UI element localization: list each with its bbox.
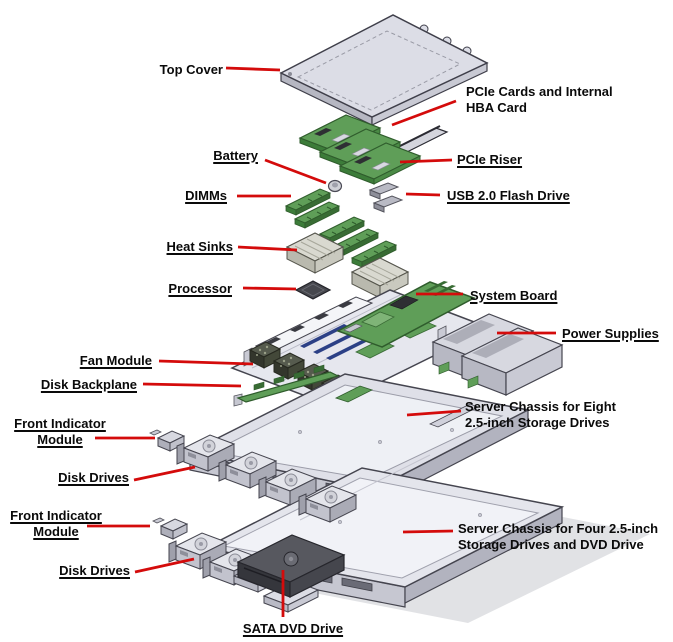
label-pcie-riser-line-1: PCIe Riser xyxy=(457,152,523,167)
leader-line-server-chassis-eight xyxy=(406,409,462,417)
leader-line-disk-drives-1 xyxy=(133,465,196,482)
leader-line-battery xyxy=(264,158,327,185)
label-top-cover: Top Cover xyxy=(160,62,223,78)
disk-backplane-part xyxy=(233,364,340,407)
label-pcie-cards-line-2: HBA Card xyxy=(466,100,527,115)
front-indicator-module-2-part xyxy=(152,517,188,540)
label-processor-line-1: Processor xyxy=(168,281,232,296)
leader-line-pcie-cards xyxy=(391,99,457,127)
label-front-indicator-module-2-line-1: Front Indicator xyxy=(10,508,102,523)
label-usb-flash-drive[interactable]: USB 2.0 Flash Drive xyxy=(447,188,570,204)
label-usb-flash-drive-line-1: USB 2.0 Flash Drive xyxy=(447,188,570,203)
label-disk-drives-2-line-1: Disk Drives xyxy=(59,563,130,578)
leader-line-fan-module xyxy=(158,359,254,366)
system-board-part xyxy=(336,281,476,348)
usb-flash-part xyxy=(368,182,404,213)
leader-line-disk-backplane xyxy=(142,382,242,388)
leader-line-usb-flash-drive xyxy=(405,192,441,197)
leader-line-pcie-riser xyxy=(399,158,453,164)
leader-line-heat-sinks xyxy=(237,245,298,252)
leader-line-processor xyxy=(242,286,297,291)
label-power-supplies-line-1: Power Supplies xyxy=(562,326,659,341)
label-disk-backplane[interactable]: Disk Backplane xyxy=(41,377,137,393)
label-disk-backplane-line-1: Disk Backplane xyxy=(40,377,137,392)
label-dimms[interactable]: DIMMs xyxy=(185,188,227,204)
processor-part xyxy=(294,280,332,300)
label-server-chassis-eight-line-2: 2.5-inch Storage Drives xyxy=(465,415,610,430)
label-battery[interactable]: Battery xyxy=(213,148,258,164)
label-system-board-line-1: System Board xyxy=(470,288,558,303)
label-power-supplies[interactable]: Power Supplies xyxy=(562,326,659,342)
label-pcie-cards-line-1: PCIe Cards and Internal xyxy=(466,84,613,99)
label-battery-line-1: Battery xyxy=(213,148,258,163)
label-front-indicator-module-1-line-1: Front Indicator xyxy=(14,416,106,431)
label-pcie-riser[interactable]: PCIe Riser xyxy=(457,152,522,168)
label-heat-sinks[interactable]: Heat Sinks xyxy=(167,239,233,255)
label-front-indicator-module-1-line-2: Module xyxy=(37,432,83,447)
label-disk-drives-2[interactable]: Disk Drives xyxy=(59,563,130,579)
label-sata-dvd-drive[interactable]: SATA DVD Drive xyxy=(243,621,343,637)
pcie-cards-part xyxy=(299,114,421,185)
label-fan-module[interactable]: Fan Module xyxy=(80,353,152,369)
label-disk-drives-1-line-1: Disk Drives xyxy=(58,470,129,485)
label-sata-dvd-drive-line-1: SATA DVD Drive xyxy=(242,621,344,636)
label-front-indicator-module-2-line-2: Module xyxy=(33,524,79,539)
label-server-chassis-four-line-1: Server Chassis for Four 2.5-inch xyxy=(458,521,659,536)
label-server-chassis-four-line-2: Storage Drives and DVD Drive xyxy=(458,537,644,552)
leader-line-top-cover xyxy=(225,66,281,72)
label-fan-module-line-1: Fan Module xyxy=(79,353,152,368)
top-cover-part xyxy=(279,14,489,126)
label-system-board[interactable]: System Board xyxy=(470,288,557,304)
sata-dvd-part xyxy=(236,534,346,598)
label-disk-drives-1[interactable]: Disk Drives xyxy=(58,470,129,486)
leader-line-server-chassis-four xyxy=(402,529,454,534)
leader-line-disk-drives-2 xyxy=(134,557,195,574)
battery-part xyxy=(327,179,343,193)
label-heat-sinks-line-1: Heat Sinks xyxy=(166,239,233,254)
label-top-cover-line-1: Top Cover xyxy=(159,62,223,77)
leader-lines xyxy=(87,66,556,617)
label-dimms-line-1: DIMMs xyxy=(185,188,227,203)
label-processor[interactable]: Processor xyxy=(168,281,232,297)
label-server-chassis-eight-line-1: Server Chassis for Eight xyxy=(465,399,616,414)
